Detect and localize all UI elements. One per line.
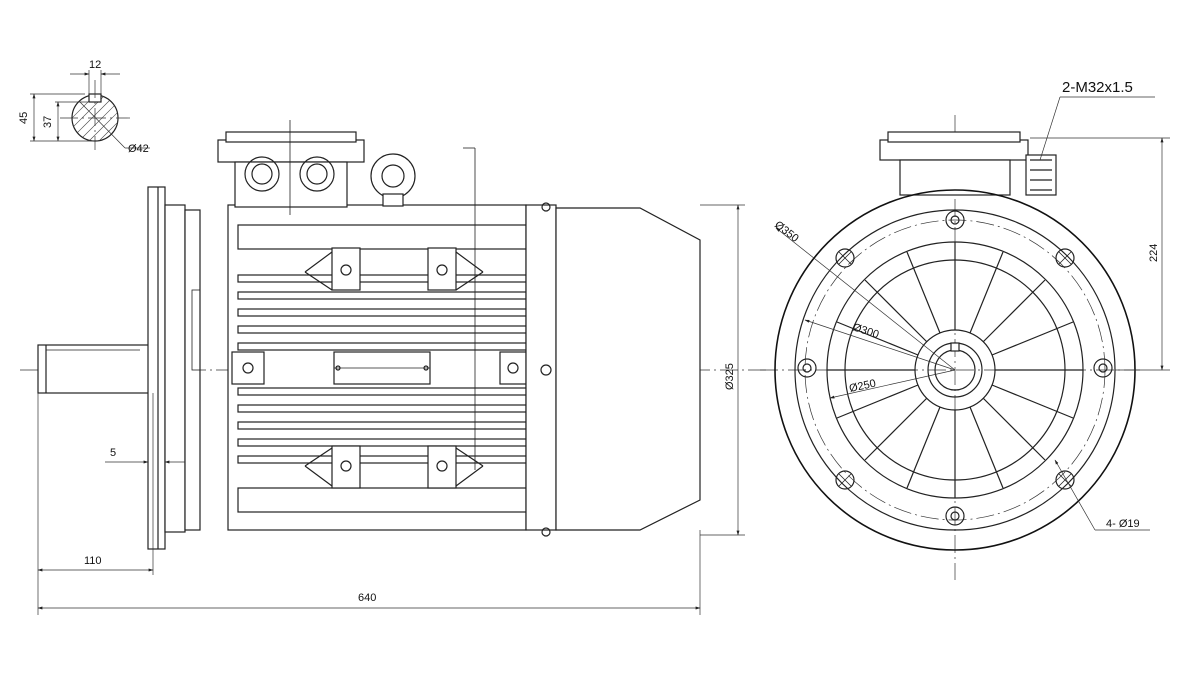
flange-offset-label: 5	[110, 447, 116, 459]
shaft-diameter-label: Ø42	[128, 143, 149, 155]
shaft-height-label: 45	[18, 112, 30, 124]
flange-outer-label: Ø350	[772, 219, 801, 245]
cooling-fins	[237, 274, 527, 464]
side-view-dimensions	[37, 204, 745, 615]
key-depth-label: 37	[42, 116, 54, 128]
bolt-circle-label: Ø300	[851, 321, 880, 341]
motor-side-view	[20, 120, 770, 550]
motor-end-view	[760, 115, 1140, 580]
end-view-dimensions	[775, 96, 1170, 531]
shaft-section-detail	[30, 70, 150, 150]
body-diameter-label: Ø325	[724, 363, 736, 390]
cable-gland-label: 2-M32x1.5	[1062, 79, 1133, 96]
center-height-label: 224	[1148, 244, 1160, 262]
key-width-label: 12	[89, 59, 101, 71]
overall-length-label: 640	[358, 592, 376, 604]
fan-spokes	[827, 242, 1083, 498]
spigot-label: Ø250	[848, 378, 877, 395]
shaft-length-label: 110	[84, 555, 102, 567]
flange-holes-label: 4- Ø19	[1106, 518, 1140, 530]
